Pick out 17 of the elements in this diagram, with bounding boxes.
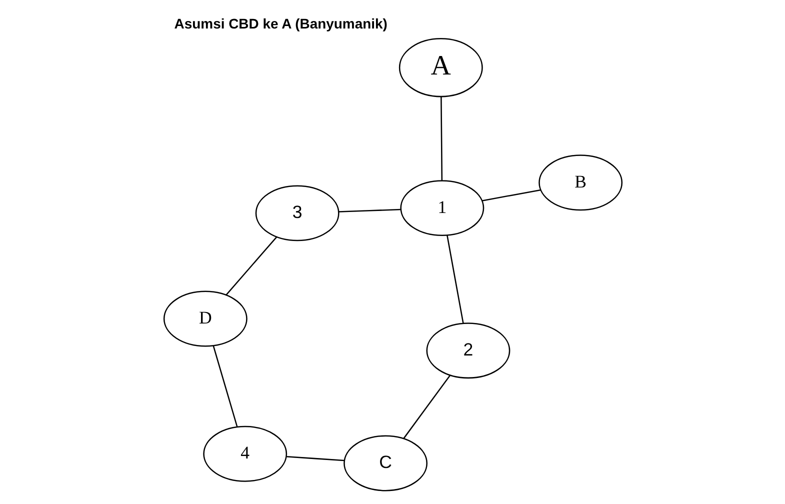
node-ellipse: 2 [426,322,510,379]
connector [225,236,276,296]
node-ellipse: 4 [202,426,287,482]
connector [446,235,464,324]
node-ellipse: D [162,290,247,347]
node-ellipse: A [398,38,482,98]
connector [402,375,450,439]
node-ellipse: 1 [400,180,484,236]
connector [338,208,400,212]
node-ellipse: C [343,435,428,492]
connector [440,96,442,180]
node-ellipse: 3 [254,185,339,242]
node-ellipse: B [538,154,622,211]
connector [286,456,344,462]
connector [212,346,238,428]
connector [482,189,540,202]
diagram-title: Asumsi CBD ke A (Banyumanik) [174,15,387,32]
